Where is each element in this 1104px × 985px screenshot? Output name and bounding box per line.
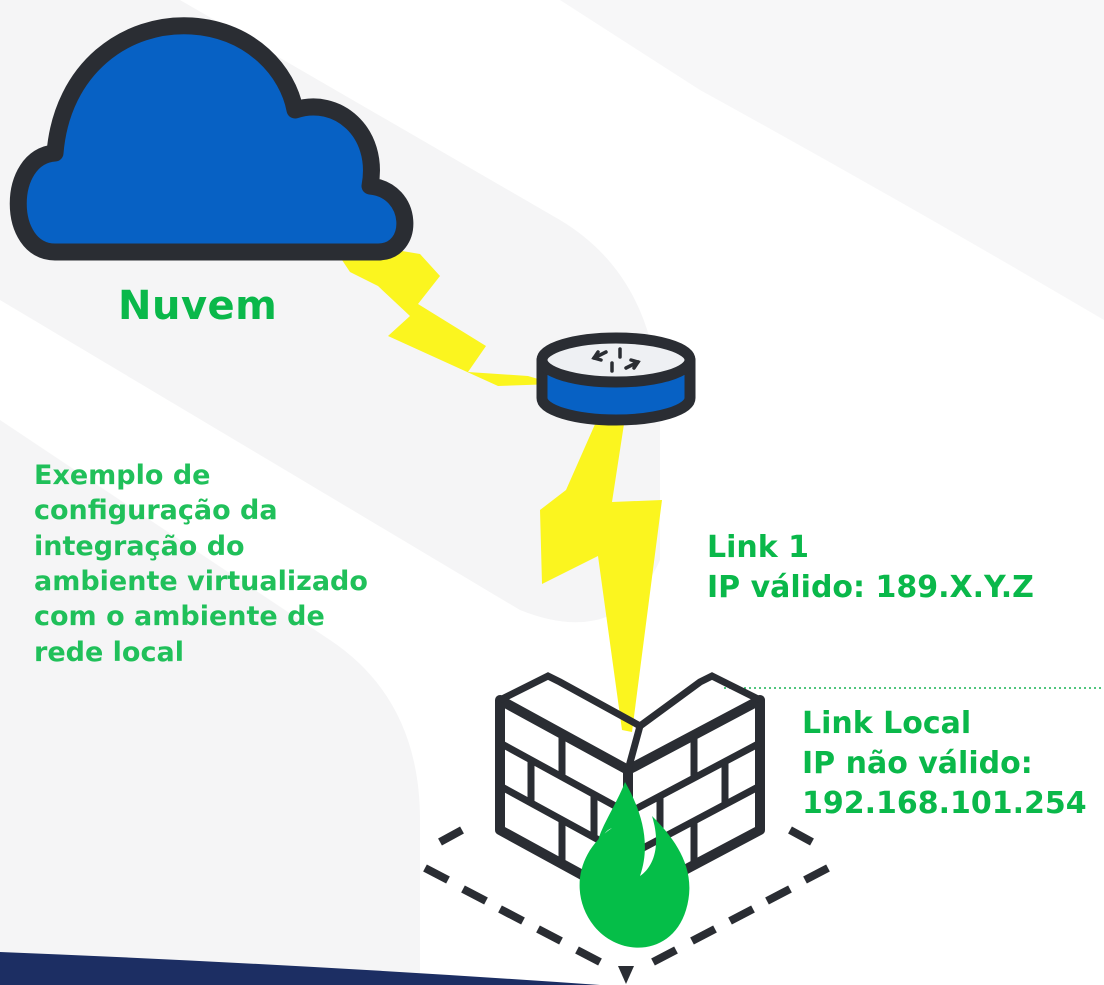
link-local-ip: 192.168.101.254	[802, 785, 1087, 821]
cloud-label: Nuvem	[118, 283, 278, 329]
link-local-label: Link Local IP não válido: 192.168.101.25…	[802, 704, 1087, 824]
router-icon	[536, 332, 696, 426]
description-line: ambiente virtualizado	[34, 566, 368, 598]
link-local-ip-label: IP não válido:	[802, 745, 1033, 781]
description-line: integração do	[34, 530, 245, 562]
link1-title: Link 1	[707, 530, 810, 565]
description-line: configuração da	[34, 495, 278, 527]
link1-ip: IP válido: 189.X.Y.Z	[707, 569, 1034, 605]
link-local-title: Link Local	[802, 706, 972, 741]
bottom-bar	[0, 952, 600, 985]
description-line: Exemplo de	[34, 460, 211, 491]
cloud-icon	[9, 17, 414, 261]
description-line: rede local	[34, 636, 184, 668]
diagram-description: Exemplo de configuração da integração do…	[34, 458, 434, 670]
lightning-bolt-cloud-router	[338, 248, 555, 386]
link1-label: Link 1 IP válido: 189.X.Y.Z	[707, 528, 1034, 607]
flame-icon	[579, 782, 690, 948]
lightning-bolt-router-firewall	[540, 422, 662, 732]
description-line: com o ambiente de	[34, 601, 325, 633]
